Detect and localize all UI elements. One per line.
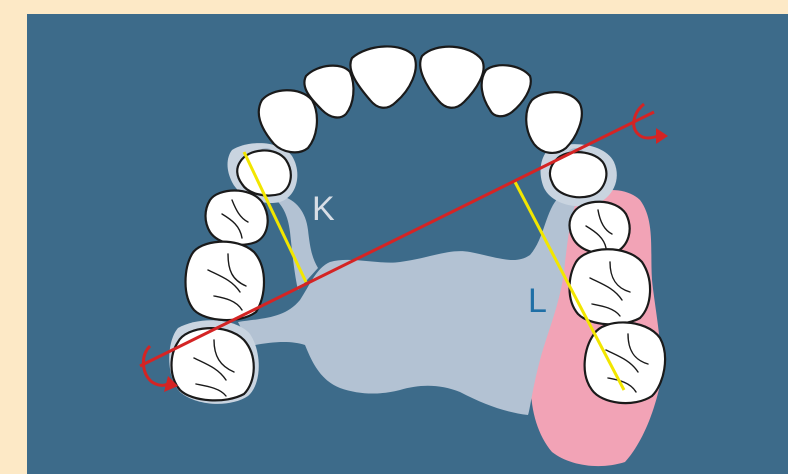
tooth-molar-left-1	[186, 242, 265, 320]
tooth-canine-lateral-right	[526, 92, 582, 153]
label-l: L	[528, 282, 547, 320]
tooth-molar-right-1	[570, 249, 651, 324]
tooth-central-incisor-right	[420, 47, 483, 108]
tooth-molar-left-2	[172, 328, 254, 400]
curved-arrow-icon	[634, 104, 668, 144]
tooth-molar-right-2	[585, 322, 665, 403]
tooth-premolar-left-1	[206, 191, 268, 245]
label-k: K	[312, 190, 335, 228]
tooth-lateral-incisor-right	[482, 65, 531, 116]
tooth-canine-lateral-left	[259, 90, 317, 152]
tooth-central-incisor-left	[350, 46, 415, 107]
framework-major-connector	[238, 196, 578, 415]
tooth-premolar-right-1	[570, 202, 630, 254]
